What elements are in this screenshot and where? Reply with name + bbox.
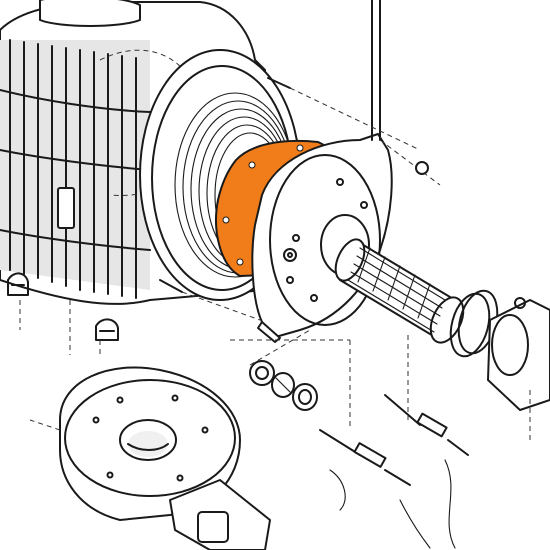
stud-bolt — [159, 279, 183, 293]
vertical-pipe — [371, 0, 441, 186]
fan-inlet — [119, 419, 177, 461]
stud-bolt — [267, 77, 291, 89]
hose-clips — [7, 272, 119, 355]
side-bracket — [57, 187, 75, 229]
nut — [415, 161, 429, 175]
o-ring — [449, 292, 491, 358]
ignition-electrodes — [319, 394, 469, 549]
mesh-pattern — [347, 247, 446, 333]
body-ribs — [9, 39, 137, 299]
assembly-guides — [181, 87, 531, 440]
sight-glass-assembly — [249, 329, 318, 411]
fan-housing — [29, 366, 271, 550]
gas-mixer-venturi — [487, 297, 550, 411]
burner-mesh-tube — [334, 238, 499, 358]
